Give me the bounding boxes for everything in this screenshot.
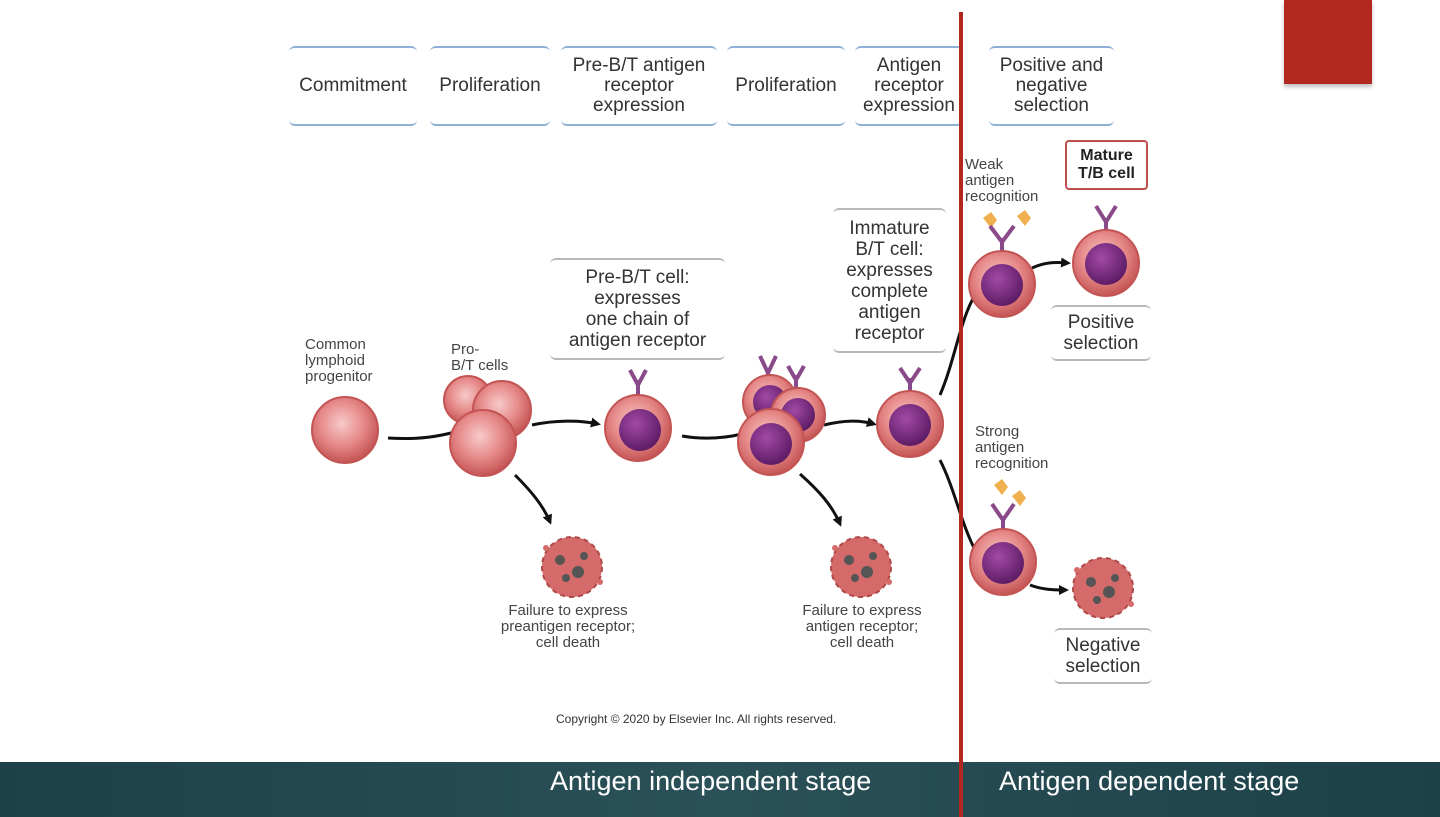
arrow-immature-to-weak	[938, 294, 977, 396]
label-negative-selection: Negative selection	[1054, 628, 1152, 684]
label-positive-selection: Positive selection	[1051, 305, 1151, 361]
stage-proliferation-2: Proliferation	[727, 46, 845, 126]
label-failure-preantigen: Failure to express preantigen receptor; …	[500, 602, 636, 651]
progression-arrows	[387, 257, 1071, 595]
immature-bt-cell	[876, 366, 944, 458]
pro-bt-cells	[443, 375, 532, 477]
arrow-progenitor-to-pro	[387, 430, 456, 441]
proliferating-pre-bt-cells	[737, 355, 826, 476]
footer-bar	[0, 762, 1440, 817]
apoptotic-cell-1	[541, 536, 603, 598]
copyright-text: Copyright © 2020 by Elsevier Inc. All ri…	[556, 712, 837, 726]
weak-recognition-cell	[968, 210, 1036, 318]
stage-proliferation-1: Proliferation	[430, 46, 550, 126]
stage-selection: Positive and negative selection	[989, 46, 1114, 126]
arrow-immature-to-strong	[938, 459, 977, 551]
apoptotic-cell-3	[1072, 557, 1134, 619]
stage-commitment: Commitment	[289, 46, 417, 126]
stage-receptor-expression: Antigen receptor expression	[855, 46, 963, 126]
label-pro-bt-cells: Pro- B/T cells	[451, 341, 509, 374]
arrow-prolif-to-death	[799, 472, 842, 527]
arrow-pro-to-death	[513, 473, 552, 525]
arrow-pre-to-prolif	[681, 432, 743, 440]
stage-divider-line	[959, 12, 963, 817]
footer-antigen-dependent: Antigen dependent stage	[999, 766, 1300, 796]
footer-antigen-independent: Antigen independent stage	[550, 766, 872, 796]
label-failure-antigen: Failure to express antigen receptor; cel…	[802, 602, 922, 651]
mature-cell	[1072, 204, 1140, 297]
label-immature-bt-cell: Immature B/T cell: expresses complete an…	[833, 208, 946, 353]
pre-bt-cell	[604, 369, 672, 462]
arrow-prolif-to-immature	[823, 417, 877, 427]
strong-recognition-cell	[969, 479, 1037, 596]
progenitor-cell	[311, 396, 379, 464]
label-pre-bt-cell: Pre-B/T cell: expresses one chain of ant…	[550, 258, 725, 360]
label-strong-recognition: Strong antigen recognition	[975, 423, 1049, 472]
arrow-strong-to-negative	[1029, 583, 1069, 595]
arrow-pro-to-pre	[531, 417, 601, 428]
corner-accent-square	[1284, 0, 1372, 84]
stage-pre-receptor-expression: Pre-B/T antigen receptor expression	[561, 46, 717, 126]
arrow-weak-to-mature	[1031, 257, 1071, 270]
label-common-lymphoid-progenitor: Common lymphoid progenitor	[305, 336, 373, 385]
apoptotic-cell-2	[830, 536, 892, 598]
label-weak-recognition: Weak antigen recognition	[965, 156, 1039, 205]
label-mature-cell: Mature T/B cell	[1065, 140, 1148, 190]
